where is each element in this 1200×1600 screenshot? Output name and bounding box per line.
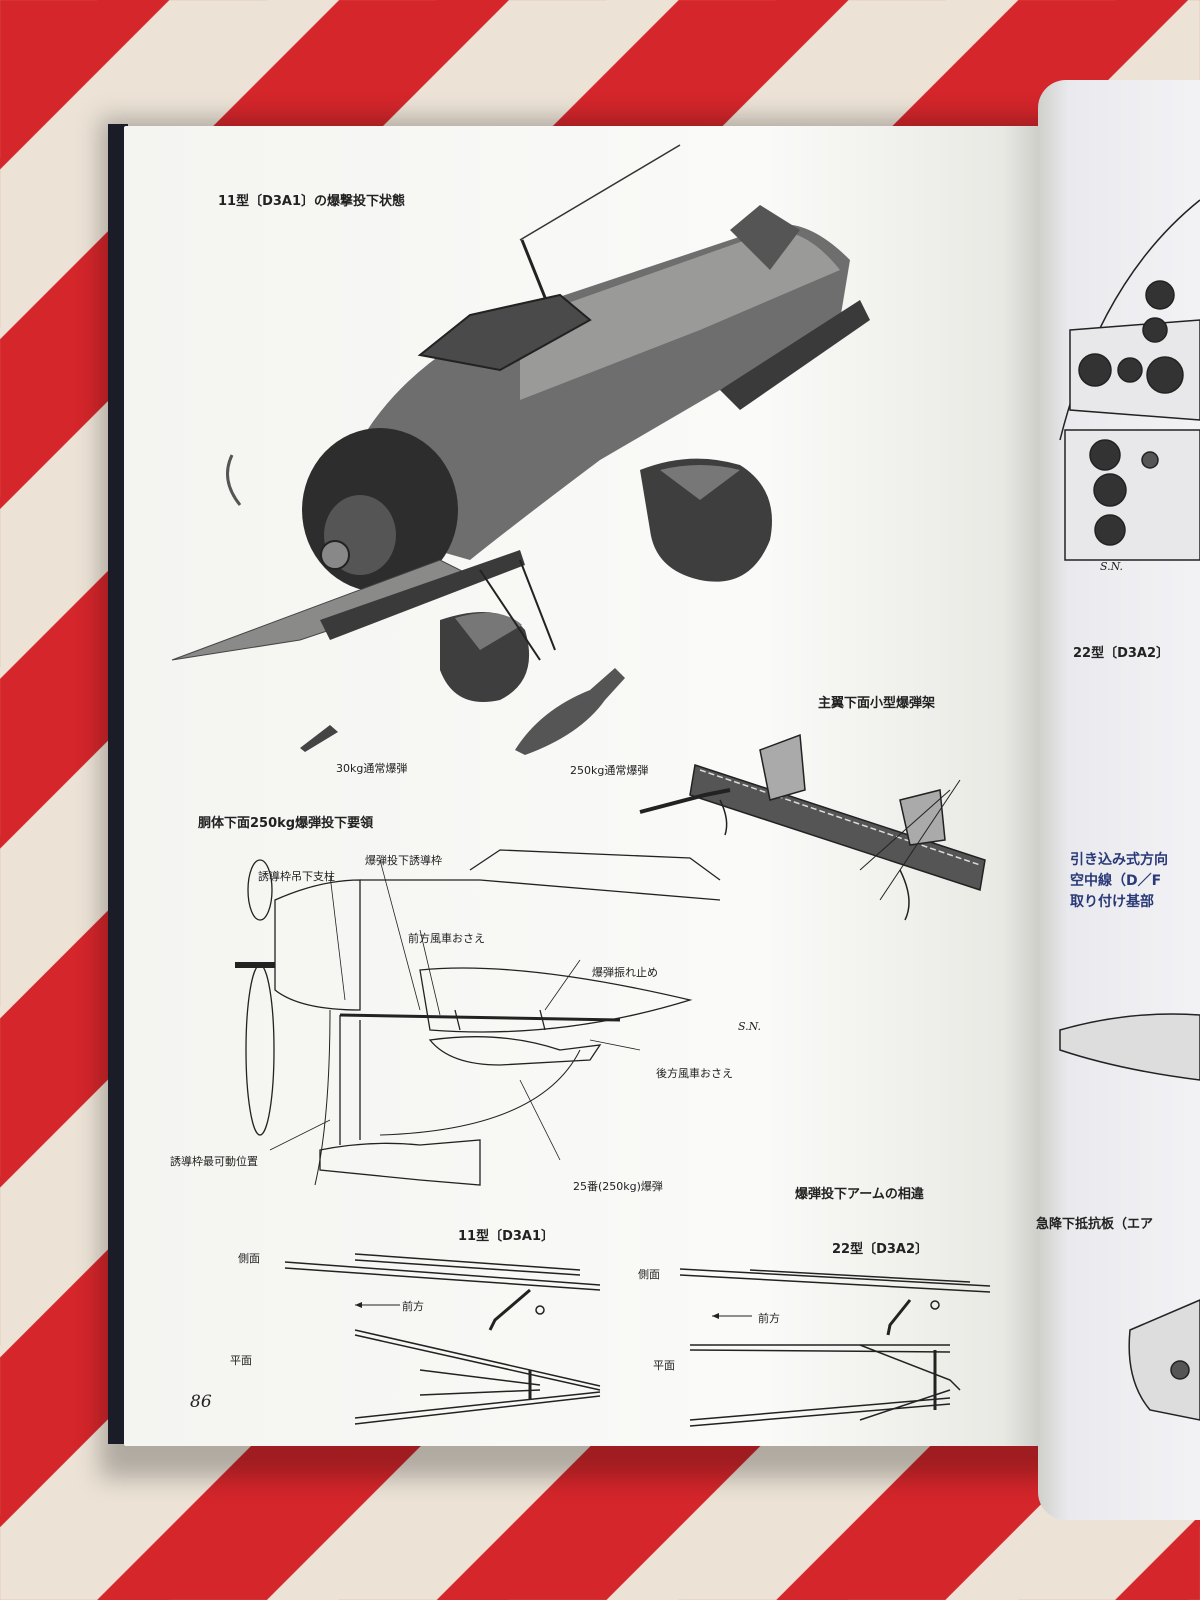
- bomb-30kg-label: 30kg通常爆弾: [336, 762, 408, 775]
- d3a2-forward-arrow: [712, 1313, 752, 1319]
- d3a2-side-view-label: 側面: [638, 1268, 660, 1281]
- aircraft-illustration: [171, 144, 870, 702]
- wing-rack-title: 主翼下面小型爆弾架: [818, 696, 936, 711]
- dive-brake-note: 急降下抵抗板（エア: [1036, 1217, 1154, 1232]
- d3a1-forward-label: 前方: [402, 1300, 424, 1313]
- wing-bomb-rack-drawing: [639, 733, 986, 921]
- d3a2-caption: 22型〔D3A2〕: [1073, 646, 1170, 661]
- d3a2-arm-side-view: [679, 1268, 991, 1336]
- label-guide-strut: 誘導枠吊下支柱: [258, 870, 335, 883]
- d3a2-plan-view-label: 平面: [653, 1359, 675, 1372]
- bomb-30kg: [300, 725, 338, 752]
- label-bomb-25: 25番(250kg)爆弾: [573, 1180, 663, 1193]
- d3a1-plan-view-label: 平面: [230, 1354, 252, 1367]
- fuselage-drop-diagram: [235, 849, 721, 1186]
- label-front-windmill: 前方風車おさえ: [408, 932, 485, 945]
- dive-brake-drawing: [1059, 1013, 1200, 1421]
- instrument-panel-drawing: [1059, 199, 1200, 561]
- page-title: 11型〔D3A1〕の爆撃投下状態: [218, 194, 406, 209]
- page-number: 86: [190, 1392, 212, 1412]
- book-cover-edge: [108, 124, 128, 1444]
- d3a1-arm-plan-view: [354, 1329, 601, 1425]
- antenna-note: 引き込み式方向 空中線（D／F 取り付け基部: [1070, 852, 1168, 910]
- d3a2-title: 22型〔D3A2〕: [832, 1242, 929, 1257]
- d3a2-arm-plan-view: [689, 1344, 961, 1427]
- d3a1-side-view-label: 側面: [238, 1252, 260, 1265]
- label-rear-windmill: 後方風車おさえ: [656, 1067, 733, 1080]
- d3a1-arm-side-view: [284, 1253, 601, 1331]
- bomb-250kg-label: 250kg通常爆弾: [570, 764, 649, 777]
- bomb-250kg: [515, 668, 625, 755]
- d3a1-title: 11型〔D3A1〕: [458, 1229, 555, 1244]
- d3a1-forward-arrow: [355, 1302, 400, 1308]
- label-guide-frame: 爆弾投下誘導枠: [365, 854, 442, 867]
- right-signature: S.N.: [1100, 560, 1124, 573]
- right-page: [1038, 80, 1200, 1520]
- arm-difference-title: 爆弾投下アームの相違: [795, 1187, 924, 1202]
- label-bomb-sway-stop: 爆弾振れ止め: [592, 966, 658, 979]
- d3a2-forward-label: 前方: [758, 1312, 780, 1325]
- label-max-position: 誘導枠最可動位置: [170, 1155, 258, 1168]
- fuselage-drop-title: 胴体下面250kg爆弾投下要領: [198, 816, 374, 831]
- signature: S.N.: [738, 1020, 762, 1033]
